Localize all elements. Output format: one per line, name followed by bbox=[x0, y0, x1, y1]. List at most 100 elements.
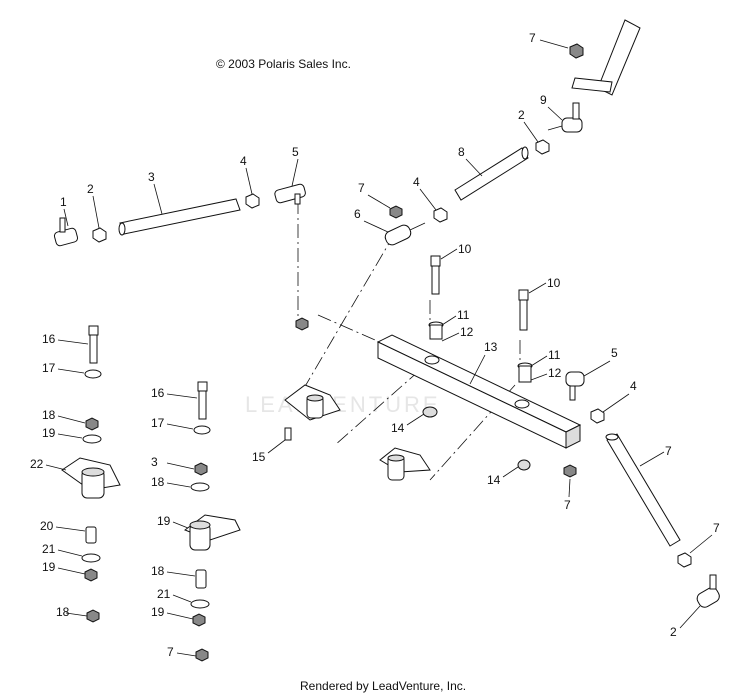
callout: 10 bbox=[528, 276, 561, 294]
callout-number: 1 bbox=[60, 195, 67, 209]
bolt-10a bbox=[430, 255, 441, 295]
callout: 11 bbox=[441, 308, 470, 326]
callout: 15 bbox=[252, 439, 286, 464]
callout-number: 18 bbox=[42, 408, 56, 422]
callout-number: 2 bbox=[518, 108, 525, 122]
callout-number: 2 bbox=[670, 625, 677, 639]
jam-nut-right-lower bbox=[590, 408, 605, 424]
callout-number: 13 bbox=[484, 340, 498, 354]
nut-18a bbox=[85, 417, 99, 431]
callout-number: 22 bbox=[30, 457, 44, 471]
callout-number: 19 bbox=[157, 514, 171, 528]
callout: 7 bbox=[689, 521, 720, 554]
callout: 12 bbox=[441, 325, 474, 342]
callout: 19 bbox=[42, 426, 83, 440]
callout-number: 10 bbox=[547, 276, 561, 290]
callout-number: 5 bbox=[292, 145, 299, 159]
callout: 12 bbox=[530, 366, 562, 381]
pivot-bracket-center-upper bbox=[284, 384, 341, 421]
callout-number: 4 bbox=[413, 175, 420, 189]
bolt-15 bbox=[284, 427, 292, 441]
callout-number: 3 bbox=[151, 455, 158, 469]
callout-number: 18 bbox=[151, 564, 165, 578]
bushing-11b bbox=[517, 362, 533, 383]
steering-column bbox=[571, 19, 641, 96]
callout-number: 21 bbox=[157, 587, 171, 601]
pivot-bracket-20 bbox=[183, 514, 241, 551]
washer-19b bbox=[81, 553, 101, 563]
nut-18b bbox=[84, 568, 98, 582]
callout-number: 18 bbox=[56, 605, 70, 619]
callout-number: 7 bbox=[358, 181, 365, 195]
callout: 20 bbox=[40, 519, 86, 533]
callout: 3 bbox=[151, 455, 195, 470]
callout: 11 bbox=[530, 348, 561, 367]
cross-beam bbox=[376, 334, 582, 449]
callout: 16 bbox=[151, 386, 198, 400]
callout-number: 17 bbox=[151, 416, 165, 430]
callout: 19 bbox=[157, 514, 189, 529]
jam-nut-right-bottom bbox=[677, 552, 692, 568]
copyright-text: © 2003 Polaris Sales Inc. bbox=[216, 57, 351, 71]
callout: 21 bbox=[157, 587, 192, 603]
callout: 10 bbox=[440, 242, 472, 260]
callout: 13 bbox=[469, 340, 498, 385]
callout: 18 bbox=[42, 408, 86, 424]
callout-number: 19 bbox=[42, 426, 56, 440]
callout: 4 bbox=[240, 154, 253, 195]
callout-number: 11 bbox=[457, 308, 470, 322]
callout-number: 14 bbox=[487, 473, 501, 487]
callout-number: 14 bbox=[391, 421, 405, 435]
washer-17b bbox=[193, 425, 211, 435]
nut-7-center bbox=[295, 317, 309, 331]
tie-rod-end-right-bottom bbox=[696, 574, 720, 608]
pivot-bracket-center-lower bbox=[379, 447, 431, 481]
jam-nut-right-2 bbox=[433, 207, 448, 223]
callout-number: 7 bbox=[665, 444, 672, 458]
bolt-16a bbox=[88, 325, 99, 364]
washer-19a bbox=[82, 434, 102, 444]
callout: 18 bbox=[56, 605, 88, 619]
callout: 7 bbox=[564, 478, 571, 512]
callout-number: 6 bbox=[354, 207, 361, 221]
callout: 4 bbox=[602, 379, 637, 413]
callout-number: 18 bbox=[151, 475, 165, 489]
jam-nut-left-2 bbox=[245, 193, 260, 209]
bolt-10b bbox=[518, 289, 529, 331]
bolt-16b bbox=[197, 381, 208, 420]
callout: 7 bbox=[167, 645, 197, 659]
callout-number: 16 bbox=[151, 386, 165, 400]
callout: 2 bbox=[670, 605, 701, 639]
callout-number: 19 bbox=[42, 560, 56, 574]
callout: 6 bbox=[354, 207, 389, 233]
callout: 7 bbox=[529, 31, 569, 49]
callout-number: 7 bbox=[713, 521, 720, 535]
callout-number: 16 bbox=[42, 332, 56, 346]
footer-text: Rendered by LeadVenture, Inc. bbox=[300, 679, 466, 693]
callout: 1 bbox=[60, 195, 69, 227]
center-lines bbox=[297, 200, 521, 481]
callout: 14 bbox=[487, 466, 519, 487]
callout-number: 4 bbox=[630, 379, 637, 393]
watermark-text: LEADVENTURE bbox=[245, 392, 441, 417]
spacer-21a bbox=[85, 526, 97, 544]
tie-rod-tube-left bbox=[118, 198, 241, 236]
callout-number: 3 bbox=[148, 170, 155, 184]
nut-18d bbox=[192, 613, 206, 627]
nut-upper-2 bbox=[389, 205, 403, 219]
callout: 2 bbox=[518, 108, 539, 143]
tie-rod-end-upper bbox=[274, 183, 306, 205]
callout: 16 bbox=[42, 332, 89, 346]
callout-number: 15 bbox=[252, 450, 266, 464]
callout: 18 bbox=[151, 475, 191, 489]
callout: 17 bbox=[151, 416, 194, 430]
nut-upper bbox=[569, 43, 584, 59]
callout-number: 20 bbox=[40, 519, 54, 533]
spacer-21b bbox=[195, 569, 207, 589]
callout: 22 bbox=[30, 457, 67, 471]
callout-number: 21 bbox=[42, 542, 56, 556]
callout-number: 12 bbox=[548, 366, 562, 380]
callout: 3 bbox=[148, 170, 163, 215]
callout: 21 bbox=[42, 542, 83, 557]
jam-nut-left bbox=[92, 227, 107, 243]
